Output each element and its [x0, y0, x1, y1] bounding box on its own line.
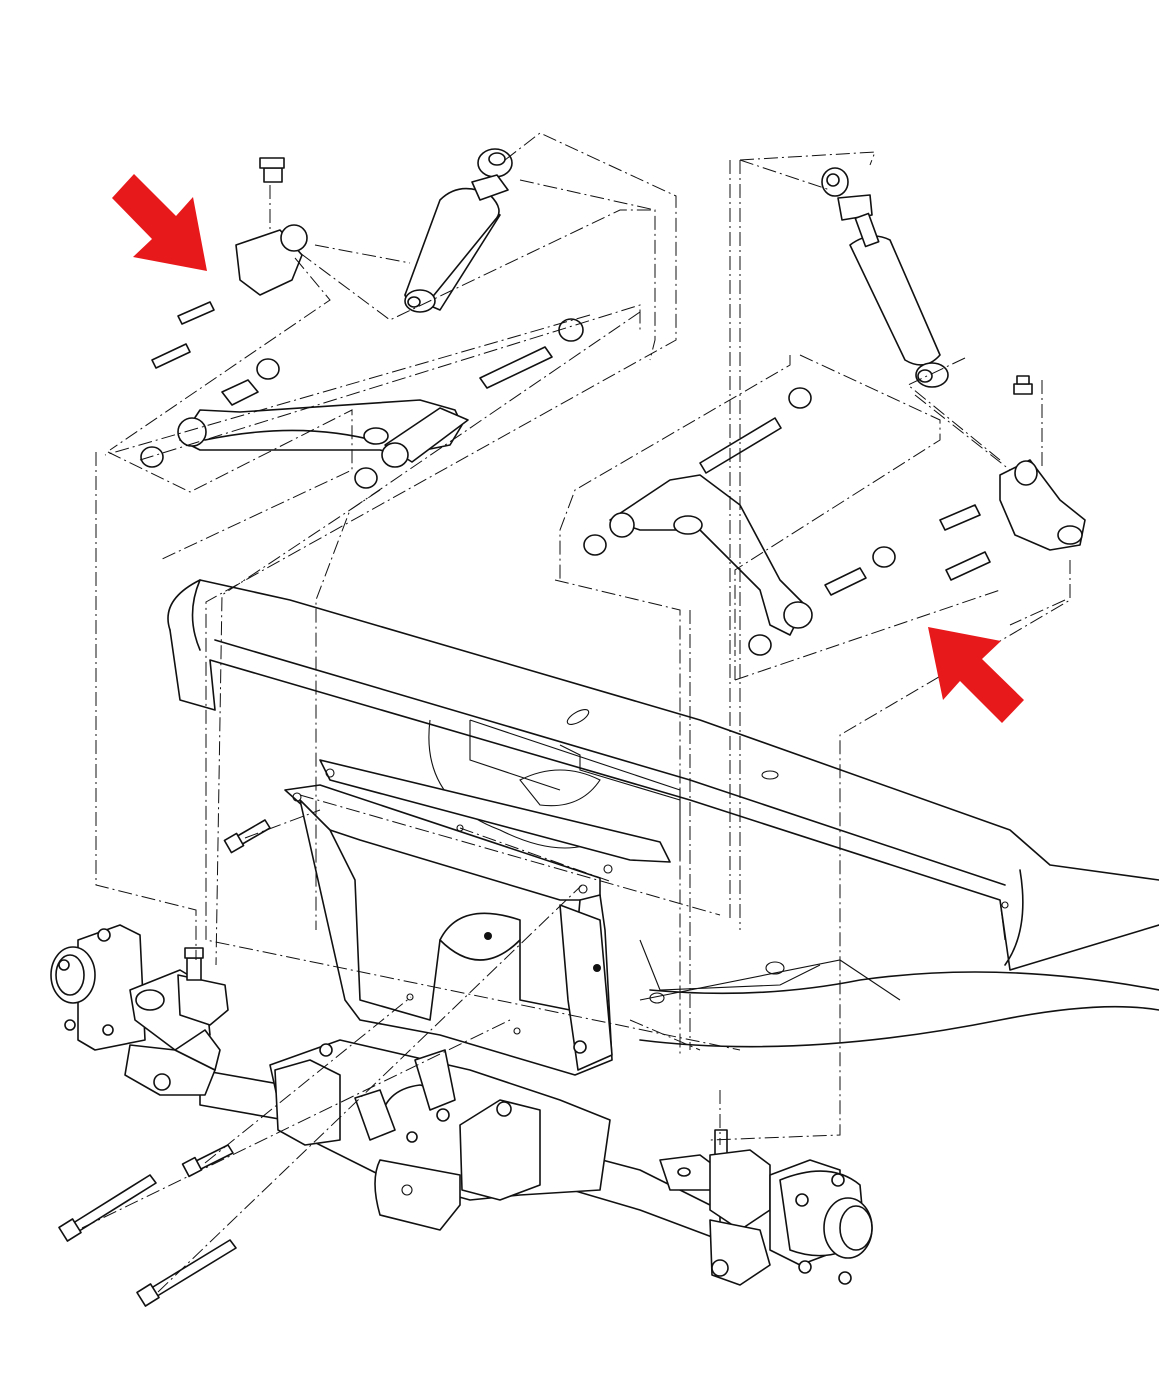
- front-right-upper-control-arm: [583, 375, 1086, 656]
- front-left-upper-control-arm: [140, 157, 584, 489]
- arrow-lower-right: [928, 627, 1024, 723]
- vehicle-frame: [167, 579, 1159, 1048]
- leader-lines: [81, 132, 1071, 1293]
- long-bolts: [58, 819, 271, 1307]
- right-spindle-hub: [659, 1129, 873, 1286]
- front-left-shock-absorber: [404, 148, 513, 313]
- front-axle-beam: [199, 1039, 721, 1241]
- suspension-mounting-bracket: [284, 759, 671, 1076]
- arrow-upper-left: [112, 174, 207, 271]
- left-spindle-hub: [50, 924, 229, 1096]
- front-right-shock-absorber: [821, 167, 949, 388]
